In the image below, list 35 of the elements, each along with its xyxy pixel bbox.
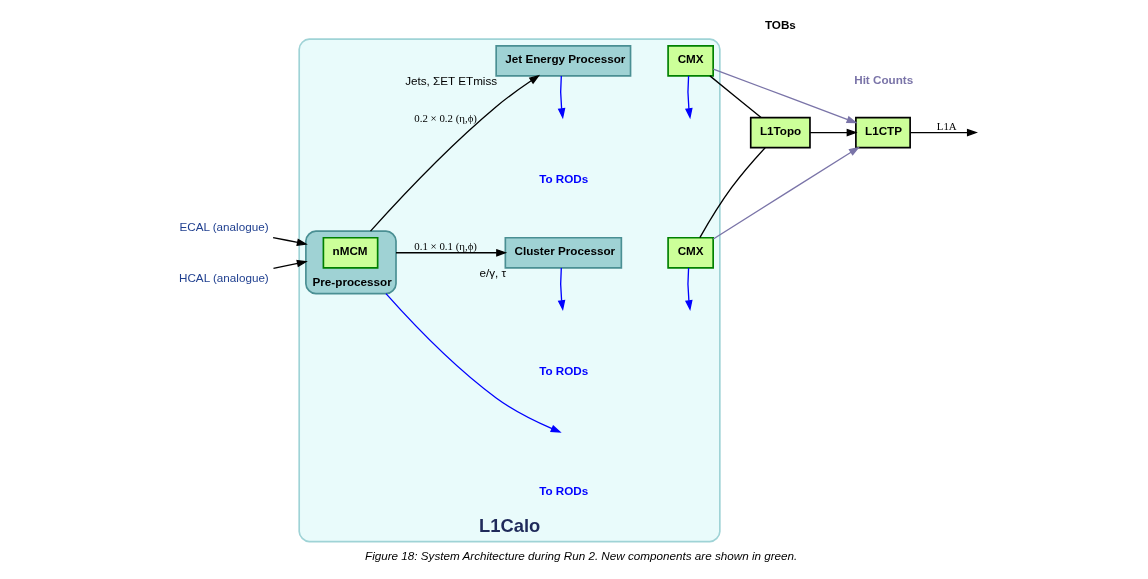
arrow bbox=[271, 236, 308, 247]
label: To RODs bbox=[538, 484, 588, 498]
node-box: Cluster Processor bbox=[504, 236, 622, 269]
arrow bbox=[712, 146, 860, 240]
arrow bbox=[808, 128, 858, 137]
node-text: HCAL (analogue) bbox=[178, 270, 269, 284]
edge-label: L1A bbox=[936, 119, 957, 132]
arrow bbox=[684, 75, 693, 120]
edge-label: 0.1 × 0.1 (η,ϕ) bbox=[413, 239, 477, 252]
connector bbox=[698, 147, 766, 239]
connector bbox=[708, 75, 762, 119]
edge-label: 0.2 × 0.2 (η,ϕ) bbox=[413, 112, 477, 125]
arrow bbox=[712, 68, 858, 124]
arrow bbox=[369, 74, 540, 232]
arrow bbox=[272, 259, 308, 270]
label: To RODs bbox=[538, 172, 588, 186]
node-box: L1Topo bbox=[749, 116, 811, 149]
arrow bbox=[684, 267, 693, 312]
node-box: L1CTP bbox=[854, 116, 911, 149]
arrow bbox=[394, 248, 507, 257]
arrow bbox=[557, 267, 565, 312]
label: TOBs bbox=[764, 17, 796, 31]
node-box: CMX bbox=[666, 44, 714, 77]
arrow bbox=[557, 75, 565, 120]
node-label: e/γ, τ bbox=[478, 266, 506, 280]
node-box: nMCM bbox=[322, 236, 378, 269]
label: Hit Counts bbox=[853, 72, 913, 86]
node-box: CMX bbox=[666, 236, 714, 269]
caption: Figure 18: System Architecture during Run 2. New components are shown in green. bbox=[364, 549, 797, 563]
arrow bbox=[384, 293, 562, 433]
node-label: Jets, ΣET ETmiss bbox=[404, 74, 497, 88]
arrow bbox=[909, 128, 978, 137]
label: To RODs bbox=[538, 364, 588, 378]
node-text: ECAL (analogue) bbox=[178, 219, 269, 233]
node-box: Jet Energy Processor bbox=[494, 44, 631, 77]
